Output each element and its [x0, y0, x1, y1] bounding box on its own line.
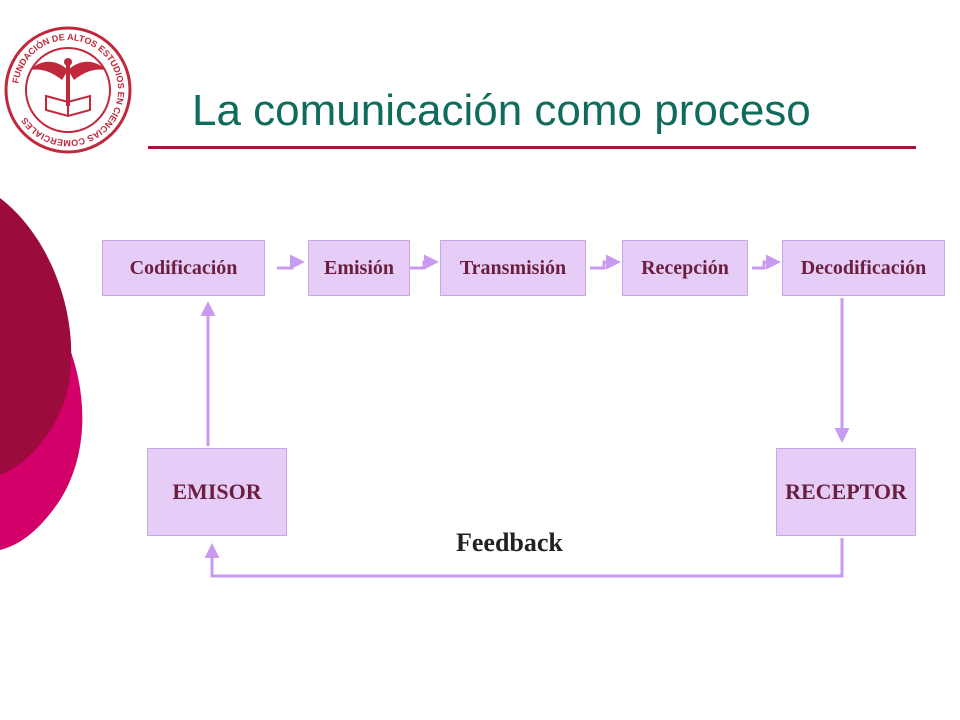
receptor-label: RECEPTOR	[785, 479, 907, 504]
step-label: Emisión	[323, 256, 395, 279]
flow-arrows	[200, 254, 850, 578]
emisor-label: EMISOR	[172, 479, 262, 504]
emisor-box: EMISOR	[147, 448, 287, 536]
feedback-arrow	[204, 538, 844, 578]
step-recepcion: Recepción	[622, 240, 748, 296]
arrow-emision-transmision	[410, 254, 439, 270]
receptor-box: RECEPTOR	[776, 448, 916, 536]
step-label: Codificación	[129, 256, 238, 279]
arrow-transmision-recepcion	[590, 254, 621, 270]
step-decodificacion: Decodificación	[782, 240, 945, 296]
slide-title: La comunicación como proceso	[192, 86, 811, 135]
step-label: Decodificación	[800, 256, 927, 279]
step-label: Transmisión	[459, 256, 567, 279]
step-emision: Emisión	[308, 240, 410, 296]
step-label: Recepción	[641, 256, 729, 279]
arrow-recepcion-decodificacion	[752, 254, 781, 270]
step-codificacion: Codificación	[102, 240, 265, 296]
step-transmision: Transmisión	[440, 240, 586, 296]
crest-logo-icon: FUNDACIÓN DE ALTOS ESTUDIOS EN CIENCIAS …	[4, 26, 132, 154]
feedback-label: Feedback	[456, 528, 563, 557]
decor-dark-shape	[0, 198, 72, 475]
arrow-codificacion-emision	[277, 254, 305, 270]
title-underline	[148, 146, 916, 149]
